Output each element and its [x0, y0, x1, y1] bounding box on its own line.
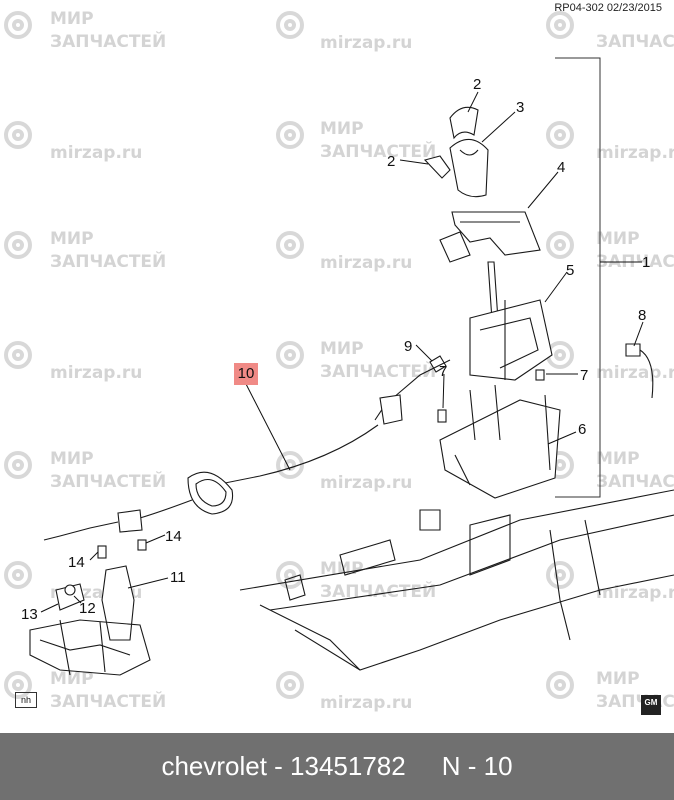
- svg-text:МИР: МИР: [596, 449, 640, 469]
- callout-7: 7: [580, 367, 588, 384]
- callout-1: 1: [642, 254, 650, 271]
- watermark-tile: mirzap.ru: [276, 451, 412, 493]
- svg-text:МИР: МИР: [50, 449, 94, 469]
- svg-text:ЗАПЧАСТЕЙ: ЗАПЧАСТЕЙ: [596, 250, 674, 272]
- svg-text:ЗАПЧАСТЕЙ: ЗАПЧАСТЕЙ: [596, 470, 674, 492]
- watermark-tile: mirzap.ru: [276, 11, 412, 53]
- part-11-bracket: [101, 565, 135, 641]
- svg-text:МИР: МИР: [50, 229, 94, 249]
- part-14-bolt: [97, 545, 107, 559]
- callout-12: 12: [79, 600, 96, 617]
- svg-text:mirzap.ru: mirzap.ru: [320, 253, 412, 273]
- svg-text:ЗАПЧАСТЕЙ: ЗАПЧАСТЕЙ: [596, 30, 674, 52]
- callout-13: 13: [21, 606, 38, 623]
- svg-text:mirzap.ru: mirzap.ru: [320, 693, 412, 713]
- watermark-tile: МИР ЗАПЧАСТЕЙ: [276, 339, 436, 382]
- svg-text:ЗАПЧАСТЕЙ: ЗАПЧАСТЕЙ: [320, 140, 436, 162]
- svg-text:mirzap.ru: mirzap.ru: [596, 583, 674, 603]
- watermark-tile: ЗАПЧАСТЕЙ: [546, 11, 674, 52]
- watermark-tile: mirzap.ru: [4, 341, 142, 383]
- callout-6: 6: [578, 421, 586, 438]
- part-14-bolt: [137, 539, 147, 551]
- exploded-view: МИР ЗАПЧАСТЕЙ mirzap.ru ЗАПЧАСТЕЙ mirzap…: [4, 9, 674, 713]
- part-2-cap: [449, 106, 479, 140]
- assembly-bracket: [555, 57, 601, 498]
- floor-panel: [239, 489, 674, 671]
- svg-text:mirzap.ru: mirzap.ru: [50, 363, 142, 383]
- part-5-housing: [469, 299, 553, 381]
- callout-7: 7: [439, 363, 447, 380]
- callout-8: 8: [638, 307, 646, 324]
- watermark-tile: МИР ЗАПЧАСТЕЙ: [4, 669, 166, 712]
- svg-text:mirzap.ru: mirzap.ru: [596, 363, 674, 383]
- svg-text:МИР: МИР: [50, 9, 94, 29]
- svg-text:МИР: МИР: [596, 669, 640, 689]
- watermark-tile: mirzap.ru: [4, 121, 142, 163]
- callout-labels: 1 2 2 3 4 5 6 7 7 8 9 11 12 13 14 14: [21, 76, 650, 623]
- watermark-tile: МИР ЗАПЧАСТЕЙ: [4, 229, 166, 272]
- svg-text:МИР: МИР: [320, 339, 364, 359]
- part-4-bezel: [451, 211, 541, 256]
- leader-lines: [40, 91, 644, 613]
- watermark-tile: mirzap.ru: [546, 341, 674, 383]
- part-position: N - 10: [441, 751, 513, 781]
- watermark-layer: МИР ЗАПЧАСТЕЙ mirzap.ru ЗАПЧАСТЕЙ mirzap…: [4, 9, 674, 713]
- callout-4: 4: [557, 159, 565, 176]
- parts-diagram: МИР ЗАПЧАСТЕЙ mirzap.ru ЗАПЧАСТЕЙ mirzap…: [4, 2, 674, 715]
- svg-text:mirzap.ru: mirzap.ru: [320, 33, 412, 53]
- watermark-tile: mirzap.ru: [276, 231, 412, 273]
- svg-text:ЗАПЧАСТЕЙ: ЗАПЧАСТЕЙ: [50, 690, 166, 712]
- callout-14: 14: [68, 554, 85, 571]
- svg-text:mirzap.ru: mirzap.ru: [596, 143, 674, 163]
- diagram-reference-code: RP04-302 02/23/2015: [554, 2, 662, 14]
- watermark-tile: МИР ЗАПЧАСТЕЙ: [546, 449, 674, 492]
- part-2-clip: [423, 155, 451, 179]
- part-6-base: [439, 399, 561, 499]
- watermark-tile: МИР ЗАПЧАСТЕЙ: [4, 449, 166, 492]
- svg-text:МИР: МИР: [596, 229, 640, 249]
- svg-text:ЗАПЧАСТЕЙ: ЗАПЧАСТЕЙ: [50, 30, 166, 52]
- part-3-knob: [449, 138, 489, 198]
- svg-text:МИР: МИР: [320, 559, 364, 579]
- svg-text:mirzap.ru: mirzap.ru: [50, 143, 142, 163]
- watermark-tile: mirzap.ru: [276, 671, 412, 713]
- part-8-connector: [625, 343, 641, 357]
- callout-2: 2: [473, 76, 481, 93]
- svg-text:МИР: МИР: [320, 119, 364, 139]
- callout-14: 14: [165, 528, 182, 545]
- watermark-tile: mirzap.ru: [546, 561, 674, 603]
- callout-9: 9: [404, 338, 412, 355]
- svg-text:МИР: МИР: [50, 669, 94, 689]
- svg-text:ЗАПЧАСТЕЙ: ЗАПЧАСТЕЙ: [50, 470, 166, 492]
- watermark-tile: МИР ЗАПЧАСТЕЙ: [546, 229, 674, 272]
- part-caption-bar: chevrolet - 13451782 N - 10: [0, 733, 674, 800]
- svg-text:ЗАПЧАСТЕЙ: ЗАПЧАСТЕЙ: [320, 580, 436, 602]
- nh-badge: nh: [15, 692, 37, 708]
- callout-2: 2: [387, 153, 395, 170]
- part-7-bolt: [437, 409, 447, 423]
- callout-11: 11: [170, 569, 186, 586]
- svg-text:ЗАПЧАСТЕЙ: ЗАПЧАСТЕЙ: [50, 250, 166, 272]
- watermark-tile: МИР ЗАПЧАСТЕЙ: [276, 559, 436, 602]
- part-10-cable: [139, 499, 193, 519]
- callout-10-highlighted: 10: [234, 363, 258, 385]
- watermark-tile: МИР ЗАПЧАСТЕЙ: [4, 9, 166, 52]
- svg-text:mirzap.ru: mirzap.ru: [320, 473, 412, 493]
- gm-logo: GM: [641, 695, 661, 715]
- svg-text:ЗАПЧАСТЕЙ: ЗАПЧАСТЕЙ: [320, 360, 436, 382]
- transmission-housing: [29, 619, 151, 676]
- watermark-tile: МИР ЗАПЧАСТЕЙ: [276, 119, 436, 162]
- svg-text:ЗАПЧАСТЕЙ: ЗАПЧАСТЕЙ: [596, 690, 674, 712]
- callout-5: 5: [566, 262, 574, 279]
- part-7-bolt: [535, 369, 545, 381]
- watermark-tile: mirzap.ru: [546, 121, 674, 163]
- callout-3: 3: [516, 99, 524, 116]
- part-name-number: chevrolet - 13451782: [161, 751, 406, 781]
